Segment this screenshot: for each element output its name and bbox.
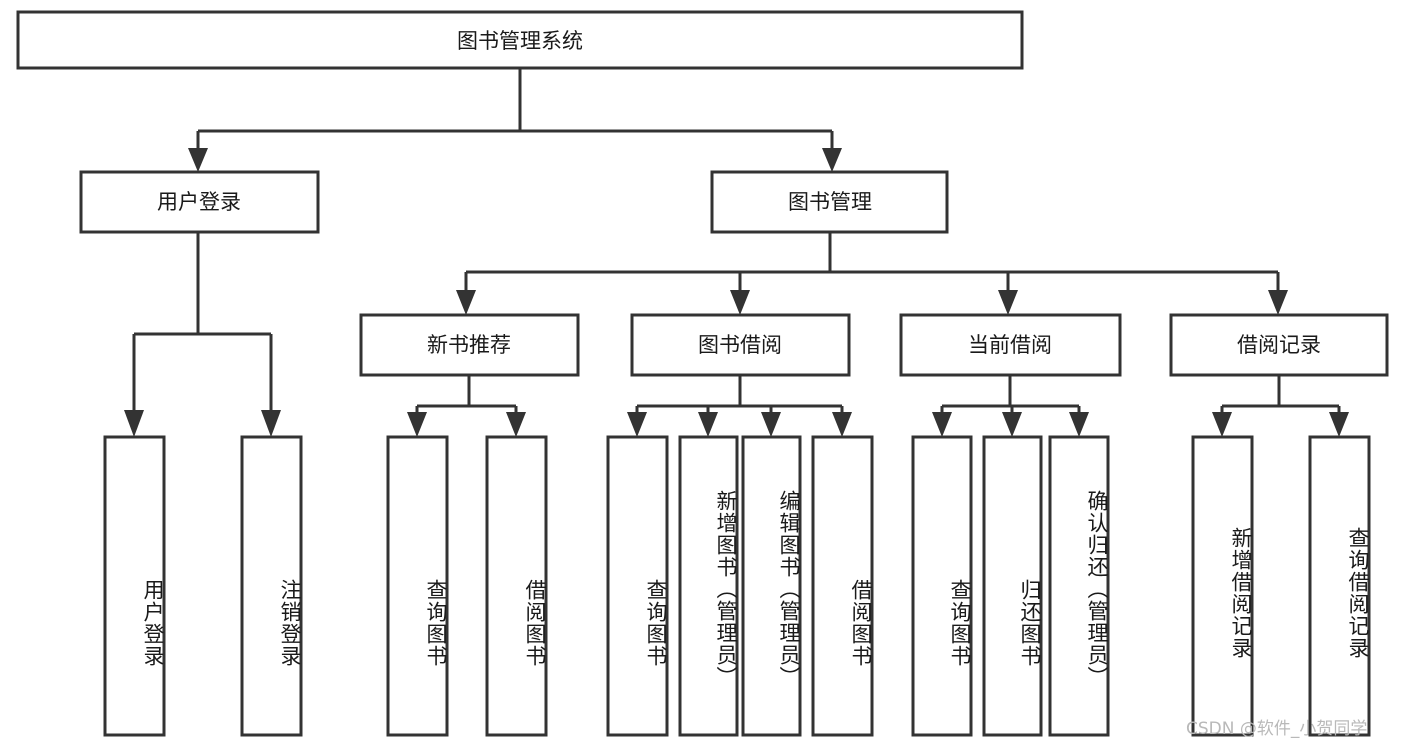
leaf-box-query-book-2[interactable] — [606, 435, 669, 737]
leaf-box-borrow-book-2[interactable] — [811, 435, 874, 737]
arrow-leaf-borrow-book-2 — [832, 412, 852, 437]
node-book-borrow-label: 图书借阅 — [698, 333, 782, 357]
arrow-current-borrow — [998, 290, 1018, 315]
arrow-user-login — [188, 148, 208, 172]
leaf-box-logout-login[interactable] — [240, 435, 303, 737]
node-book-manage-box[interactable] — [710, 170, 949, 234]
node-root-label: 图书管理系统 — [457, 29, 583, 53]
node-borrow-record-label: 借阅记录 — [1237, 333, 1321, 357]
leaf-box-confirm-return[interactable] — [1048, 435, 1110, 737]
leaf-box-query-book-3[interactable] — [911, 435, 973, 737]
arrow-book-borrow — [730, 290, 750, 315]
node-new-book-recommend[interactable]: 新书推荐 — [359, 313, 580, 377]
node-root[interactable]: 图书管理系统 — [16, 10, 1024, 70]
arrow-leaf-user-login — [124, 410, 144, 437]
arrow-new-book-recommend — [456, 290, 476, 315]
csdn-watermark: CSDN @软件_小贺同学 — [1186, 719, 1368, 739]
arrow-leaf-edit-book — [761, 412, 781, 437]
node-current-borrow[interactable]: 当前借阅 — [899, 313, 1122, 377]
arrow-leaf-confirm-return — [1069, 412, 1089, 437]
node-current-borrow-box[interactable] — [899, 313, 1122, 377]
arrow-leaf-logout-login — [261, 410, 281, 437]
node-new-book-recommend-label: 新书推荐 — [427, 333, 511, 357]
connectors — [124, 68, 1349, 437]
arrow-book-manage — [822, 148, 842, 172]
node-book-manage[interactable]: 图书管理 — [710, 170, 949, 234]
leaf-box-return-book[interactable] — [982, 435, 1043, 737]
node-borrow-record-box[interactable] — [1169, 313, 1389, 377]
leaf-box-user-login[interactable] — [103, 435, 166, 737]
node-current-borrow-label: 当前借阅 — [968, 333, 1052, 357]
arrow-borrow-record — [1268, 290, 1288, 315]
leaf-box-add-record[interactable] — [1191, 435, 1254, 737]
arrow-leaf-query-book-1 — [407, 412, 427, 437]
arrow-leaf-return-book — [1002, 412, 1022, 437]
arrow-leaf-query-record — [1329, 412, 1349, 437]
node-book-manage-label: 图书管理 — [788, 190, 872, 214]
leaf-box-borrow-book-1[interactable] — [485, 435, 548, 737]
leaf-box-edit-book[interactable] — [741, 435, 802, 737]
leaf-boxes — [103, 435, 1371, 737]
leaf-box-query-record[interactable] — [1308, 435, 1371, 737]
leaf-box-add-book[interactable] — [678, 435, 739, 737]
arrow-leaf-add-book — [698, 412, 718, 437]
leaf-box-query-book-1[interactable] — [386, 435, 449, 737]
arrow-leaf-query-book-3 — [932, 412, 952, 437]
node-user-login-label: 用户登录 — [157, 190, 241, 214]
node-user-login-box[interactable] — [79, 170, 320, 234]
arrow-leaf-add-record — [1212, 412, 1232, 437]
node-borrow-record[interactable]: 借阅记录 — [1169, 313, 1389, 377]
node-book-borrow-box[interactable] — [630, 313, 851, 377]
node-new-book-recommend-box[interactable] — [359, 313, 580, 377]
node-user-login[interactable]: 用户登录 — [79, 170, 320, 234]
node-book-borrow[interactable]: 图书借阅 — [630, 313, 851, 377]
node-root-box[interactable] — [16, 10, 1024, 70]
arrow-leaf-query-book-2 — [627, 412, 647, 437]
arrow-leaf-borrow-book-1 — [506, 412, 526, 437]
